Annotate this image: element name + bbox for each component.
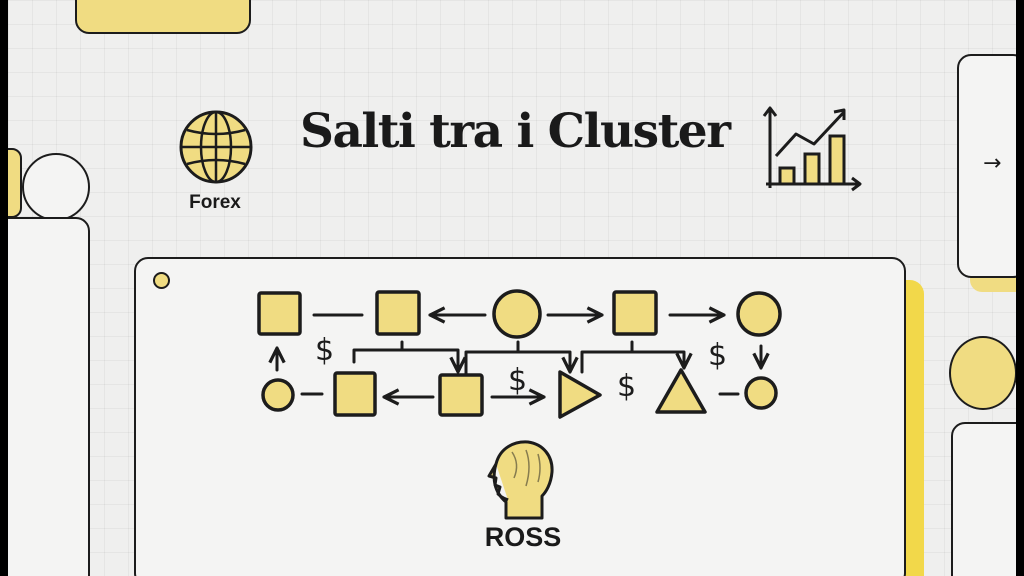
ross-label: ROSS bbox=[484, 522, 562, 552]
top-yellow-card bbox=[75, 0, 251, 34]
slide-title: Salti tra i Cluster bbox=[300, 104, 731, 159]
right-lower-card bbox=[951, 422, 1016, 576]
square-node bbox=[333, 371, 377, 417]
cluster-flow-diagram: $ $ $ $ bbox=[257, 289, 782, 419]
dollar-icon: $ bbox=[508, 363, 527, 398]
right-side-card[interactable] bbox=[957, 54, 1016, 278]
side-card-arrow-icon: → bbox=[983, 151, 1002, 176]
dollar-icon: $ bbox=[708, 338, 727, 373]
square-node bbox=[612, 290, 658, 336]
right-yellow-circle bbox=[949, 336, 1016, 410]
bracket-connector bbox=[352, 348, 458, 370]
left-circle bbox=[22, 153, 90, 221]
circle-node bbox=[736, 291, 782, 337]
left-side-card bbox=[8, 217, 90, 576]
small-circle-node bbox=[744, 376, 778, 410]
triangle-up-node bbox=[655, 368, 707, 414]
square-node bbox=[438, 373, 484, 417]
globe-icon bbox=[179, 110, 253, 184]
dollar-icon: $ bbox=[315, 333, 334, 368]
forex-label: Forex bbox=[189, 192, 241, 213]
growth-chart-icon bbox=[762, 106, 862, 192]
square-node bbox=[257, 291, 302, 336]
circle-node bbox=[492, 289, 542, 339]
triangle-right-node bbox=[558, 370, 602, 419]
card-corner-dot bbox=[153, 272, 170, 289]
head-profile-icon bbox=[487, 440, 554, 520]
small-circle-node bbox=[261, 378, 295, 412]
dollar-icon: $ bbox=[617, 369, 636, 404]
square-node bbox=[375, 290, 421, 336]
slide-canvas: → Forex Salti tra i Cluster bbox=[8, 0, 1016, 576]
